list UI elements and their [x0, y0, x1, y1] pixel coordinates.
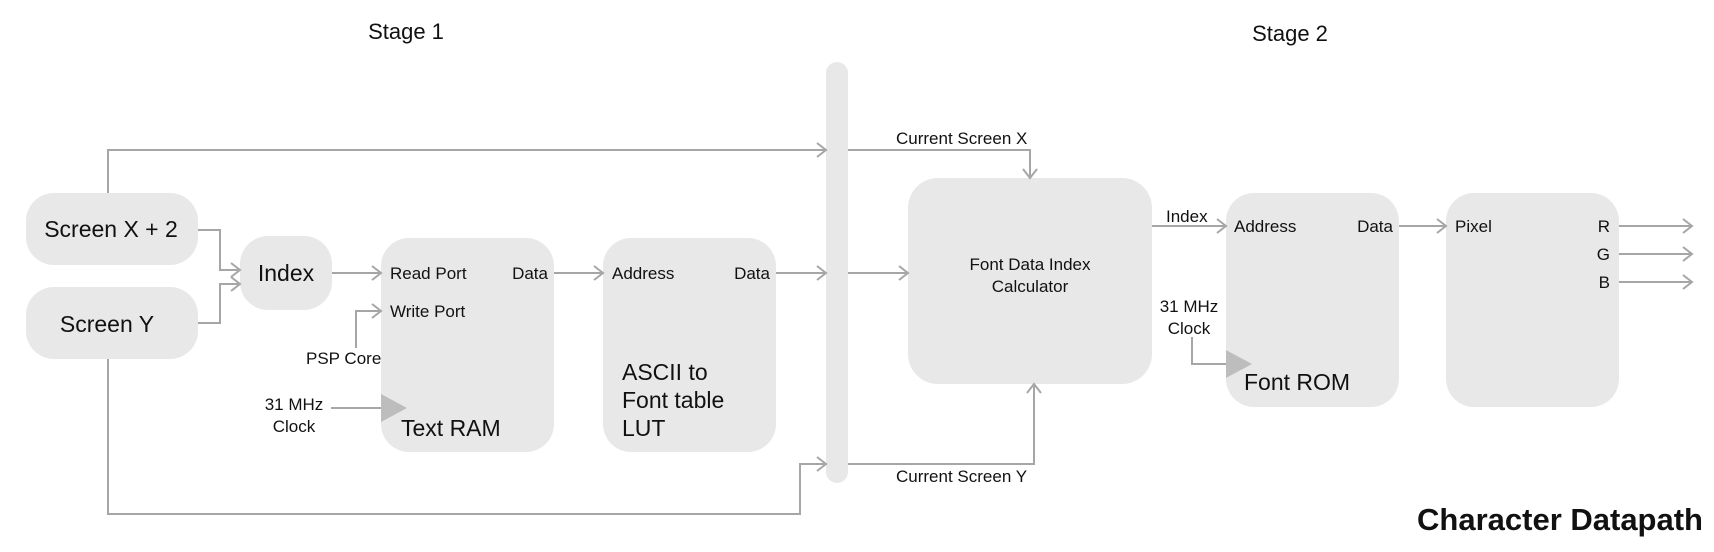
- arrowhead: [371, 265, 383, 281]
- lut-data-label: Data: [734, 264, 770, 283]
- g-label: G: [1597, 245, 1610, 264]
- lut-address-label: Address: [612, 264, 674, 283]
- screen-y-block: [26, 287, 198, 359]
- wire-screen-y-bottom: [107, 359, 826, 515]
- ascii-lut-label-line2: Font table: [622, 387, 724, 413]
- font-calc-block: [908, 178, 1152, 384]
- stage-1-label: Stage 1: [368, 19, 444, 44]
- pixel-block: [1446, 193, 1619, 407]
- write-port-label: Write Port: [390, 302, 466, 321]
- wire-current-screen-x: [848, 149, 1031, 178]
- arrowhead: [816, 142, 828, 158]
- diagram-title: Character Datapath: [1417, 502, 1703, 537]
- font-calc-label-line1: Font Data Index: [970, 255, 1091, 274]
- arrowhead: [230, 276, 242, 292]
- wire-screen-y-index: [198, 283, 240, 324]
- arrowhead: [1022, 168, 1038, 180]
- screen-x-block: [26, 193, 198, 265]
- wire-clock-rom: [1191, 337, 1228, 365]
- font-rom-block: [1226, 193, 1399, 407]
- rom-address-label: Address: [1234, 217, 1296, 236]
- psp-core-label: PSP Core: [306, 349, 381, 368]
- font-calc-label-line2: Calculator: [992, 277, 1069, 296]
- screen-x-label: Screen X + 2: [44, 216, 178, 242]
- b-label: B: [1599, 273, 1610, 292]
- index-block: [240, 236, 332, 310]
- current-screen-y-label: Current Screen Y: [896, 467, 1027, 486]
- text-ram-block: [381, 238, 554, 452]
- pipeline-register-bar: [826, 62, 848, 483]
- clock-ram-label-line2: Clock: [273, 417, 316, 436]
- stage-2-label: Stage 2: [1252, 21, 1328, 46]
- arrowhead: [1026, 382, 1042, 394]
- index-signal-label: Index: [1166, 207, 1208, 226]
- arrowhead: [816, 265, 828, 281]
- arrowhead: [1216, 218, 1228, 234]
- font-rom-label: Font ROM: [1244, 369, 1350, 395]
- clock-marker-text-ram: [381, 394, 407, 422]
- arrowhead: [898, 265, 910, 281]
- wire-screen-x-top: [107, 149, 826, 193]
- r-label: R: [1598, 217, 1610, 236]
- arrowhead: [1682, 218, 1694, 234]
- clock-rom-label-line1: 31 MHz: [1160, 297, 1219, 316]
- clock-ram-label-line1: 31 MHz: [265, 395, 324, 414]
- arrowhead: [1682, 246, 1694, 262]
- arrowhead: [1682, 274, 1694, 290]
- text-ram-label: Text RAM: [401, 415, 501, 441]
- rom-data-label: Data: [1357, 217, 1393, 236]
- wire-current-screen-y: [848, 384, 1035, 465]
- read-port-label: Read Port: [390, 264, 467, 283]
- arrowhead: [371, 303, 383, 319]
- ascii-lut-label-line1: ASCII to: [622, 359, 708, 385]
- arrowhead: [593, 265, 605, 281]
- ram-data-label: Data: [512, 264, 548, 283]
- clock-marker-font-rom: [1226, 350, 1252, 378]
- wire-screen-x-index: [198, 229, 240, 271]
- pixel-label: Pixel: [1455, 217, 1492, 236]
- ascii-lut-label-line3: LUT: [622, 415, 665, 441]
- wire-psp-writeport: [355, 310, 381, 348]
- arrowhead: [1436, 218, 1448, 234]
- arrowhead: [230, 262, 242, 278]
- current-screen-x-label: Current Screen X: [896, 129, 1027, 148]
- clock-rom-label-line2: Clock: [1168, 319, 1211, 338]
- ascii-lut-block: [603, 238, 776, 452]
- index-label: Index: [258, 260, 315, 286]
- screen-y-label: Screen Y: [60, 311, 154, 337]
- arrowhead: [816, 456, 828, 472]
